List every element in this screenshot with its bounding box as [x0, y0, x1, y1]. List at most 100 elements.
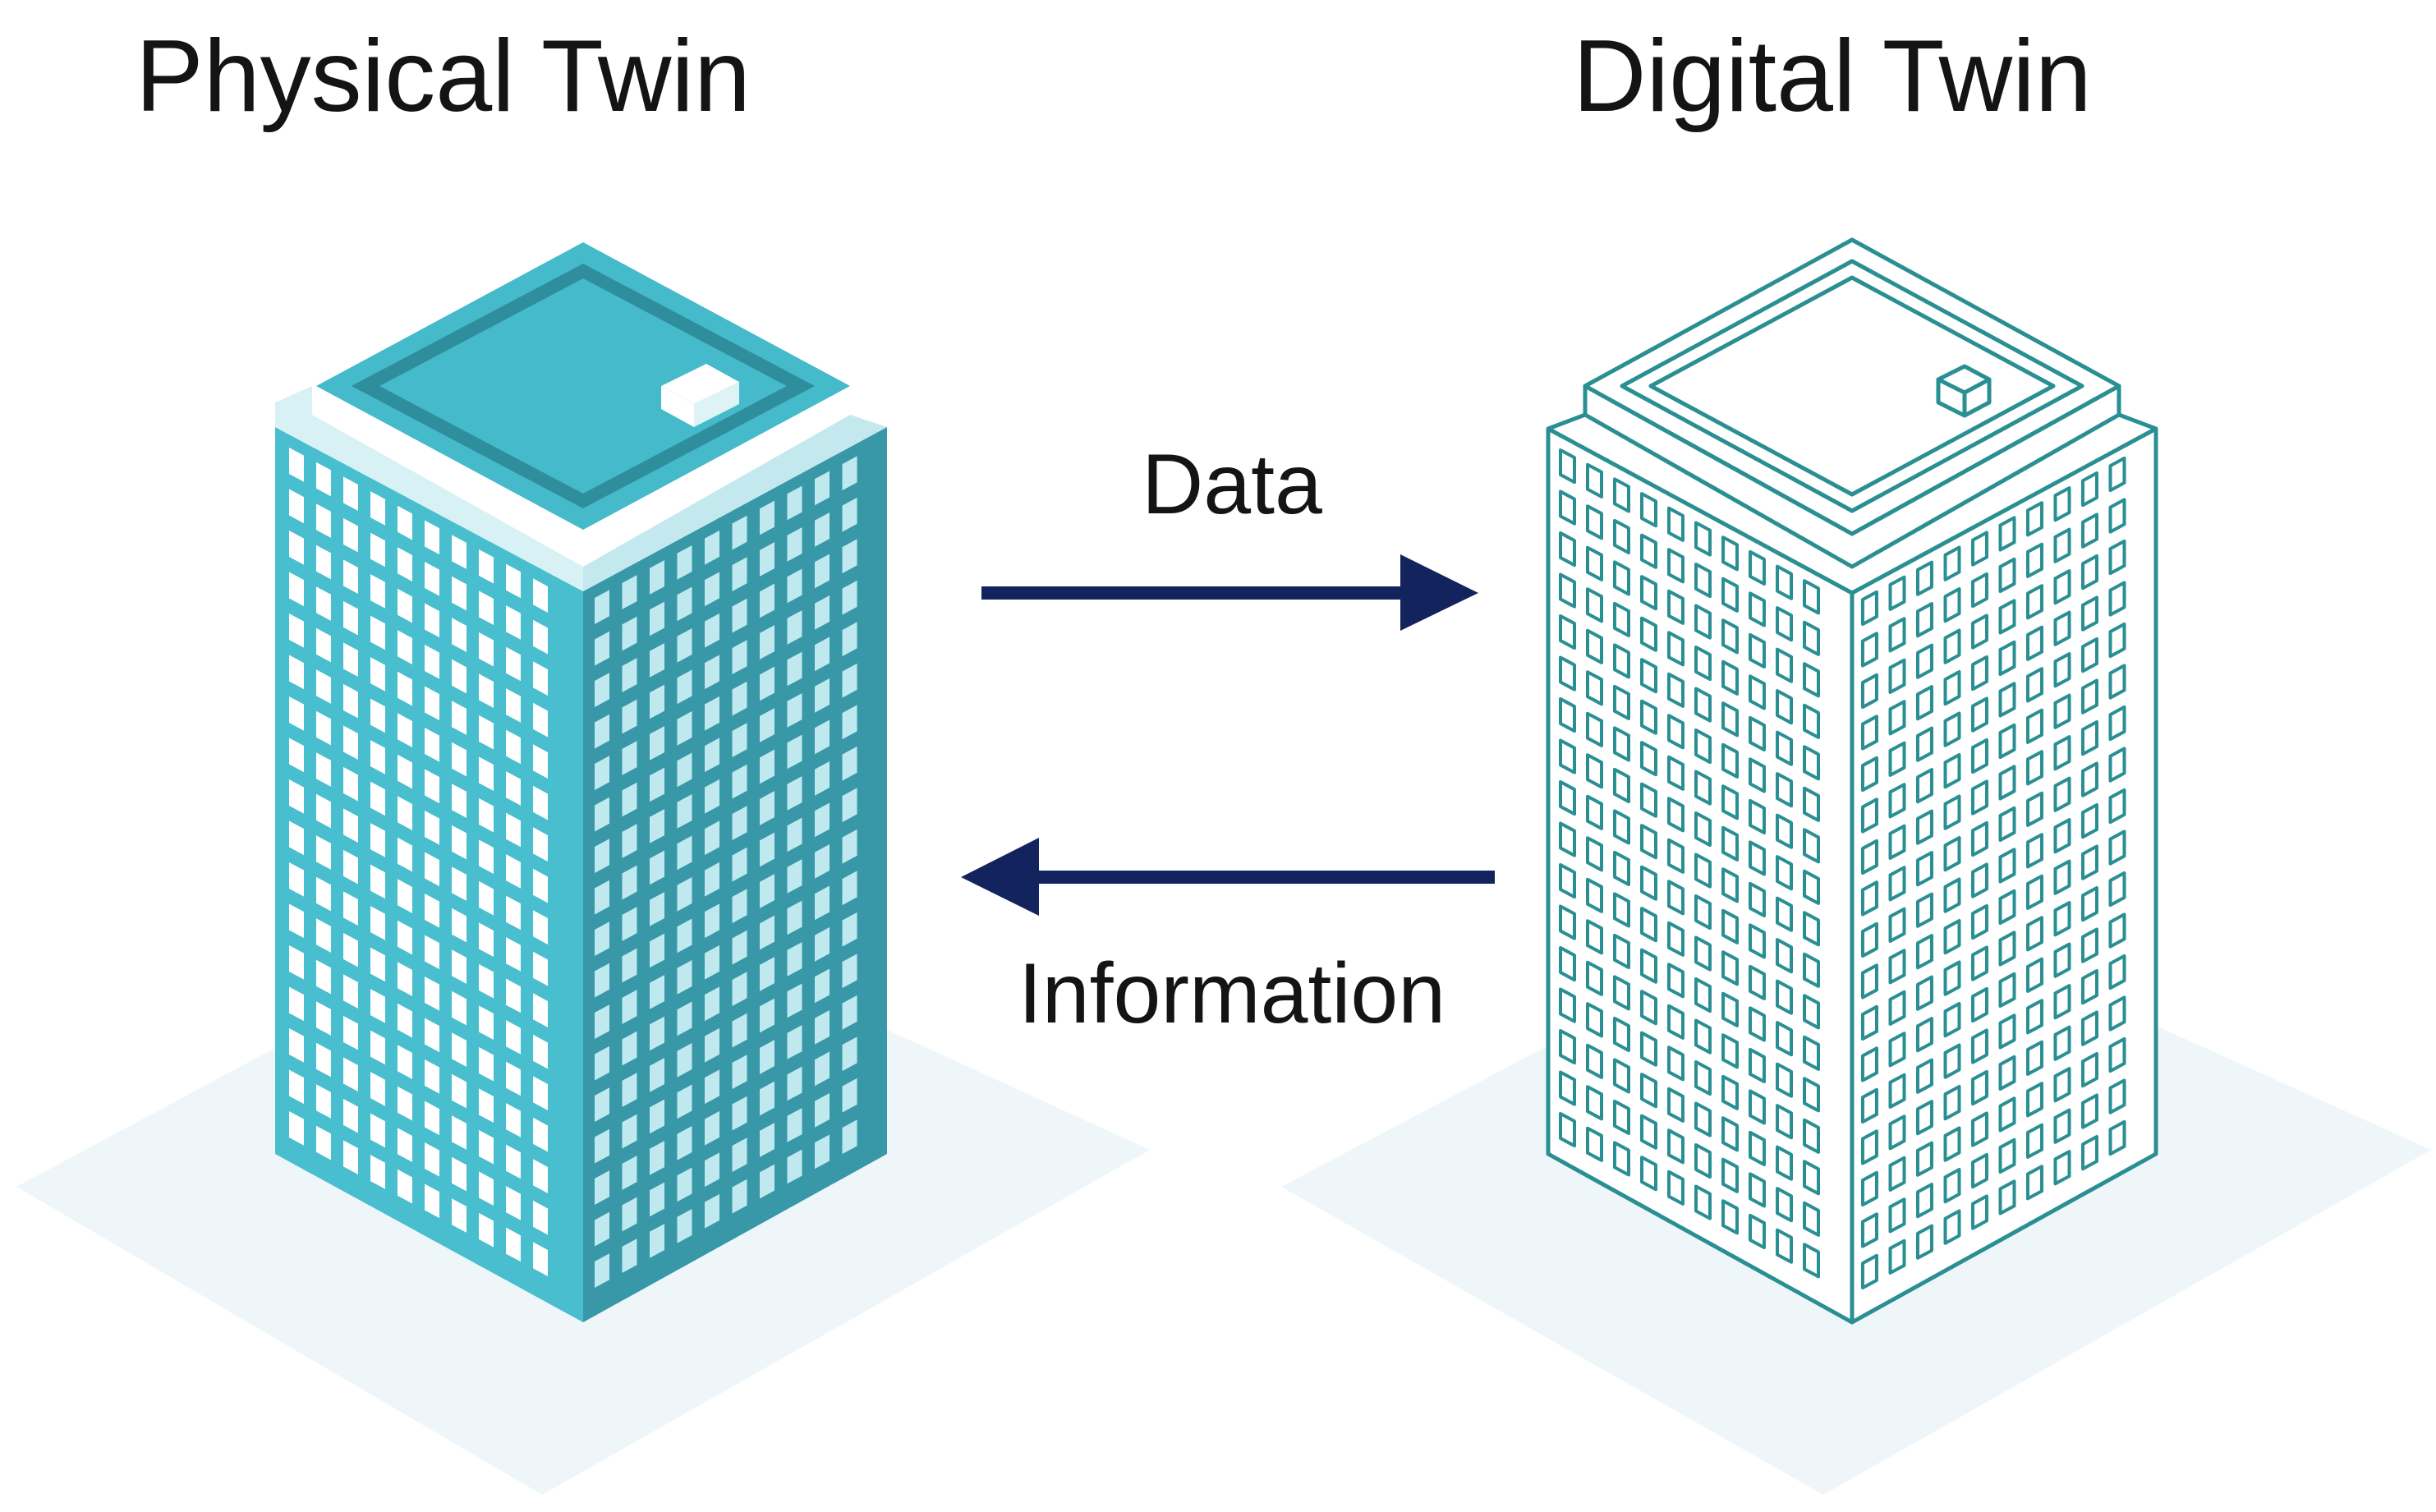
window — [2108, 1119, 2126, 1156]
window — [1998, 1137, 2016, 1174]
window — [595, 963, 609, 998]
window — [2053, 984, 2071, 1020]
window — [452, 866, 467, 901]
window — [316, 835, 331, 870]
window — [1916, 726, 1933, 762]
window — [1776, 1104, 1793, 1140]
window — [1998, 972, 2016, 1008]
window — [595, 631, 609, 666]
window — [1943, 711, 1961, 747]
window — [2081, 761, 2098, 797]
window — [2081, 886, 2098, 922]
window — [316, 1125, 331, 1160]
window — [1998, 848, 2016, 884]
window — [787, 1066, 802, 1101]
window — [316, 586, 331, 621]
window — [595, 1253, 609, 1288]
window — [2053, 486, 2071, 522]
window — [760, 1123, 774, 1157]
window — [316, 1084, 331, 1119]
window — [1916, 934, 1933, 970]
window — [2108, 1078, 2126, 1114]
window — [732, 1137, 747, 1172]
window — [1694, 563, 1712, 599]
window — [479, 591, 494, 626]
window — [732, 1096, 747, 1131]
window — [2026, 542, 2043, 578]
window — [398, 879, 412, 913]
window — [622, 865, 637, 900]
window — [705, 696, 719, 731]
window — [2108, 912, 2126, 949]
window — [1640, 1156, 1657, 1192]
window — [425, 977, 439, 1011]
window — [595, 1170, 609, 1205]
window — [1640, 990, 1657, 1026]
window — [398, 1045, 412, 1079]
window — [1971, 696, 1988, 733]
window — [650, 601, 664, 637]
window — [2081, 720, 2098, 756]
window — [1613, 892, 1630, 928]
window — [506, 978, 521, 1013]
window — [622, 1073, 637, 1107]
window — [2026, 1082, 2043, 1118]
window — [316, 959, 331, 995]
window — [1721, 950, 1739, 986]
window — [1640, 1073, 1657, 1109]
window — [1749, 632, 1766, 669]
window — [506, 1186, 521, 1220]
window — [370, 698, 385, 733]
window — [650, 1058, 664, 1092]
window — [289, 1069, 304, 1105]
window — [1586, 753, 1603, 789]
window — [289, 903, 304, 939]
window — [1803, 662, 1820, 698]
physical-roof-vent-side — [694, 382, 739, 427]
window — [452, 1198, 467, 1233]
window — [595, 880, 609, 915]
window — [2026, 708, 2043, 744]
window — [1640, 575, 1657, 611]
window — [1613, 518, 1630, 555]
window — [1998, 765, 2016, 801]
window — [842, 954, 857, 989]
window — [1943, 753, 1961, 789]
window — [398, 837, 412, 872]
window — [732, 1013, 747, 1048]
window — [1916, 643, 1933, 679]
window — [842, 539, 857, 574]
window — [1640, 699, 1657, 735]
window — [2081, 678, 2098, 715]
window — [1971, 1111, 1988, 1147]
window — [533, 827, 548, 862]
window — [650, 643, 664, 678]
window — [1721, 784, 1739, 820]
window — [1667, 631, 1685, 667]
window — [1749, 881, 1766, 918]
window — [2026, 791, 2043, 827]
window — [2053, 1108, 2071, 1144]
window — [1613, 726, 1630, 762]
window — [760, 1164, 774, 1199]
window — [650, 892, 664, 926]
window — [370, 989, 385, 1023]
window — [1998, 1179, 2016, 1216]
digital-roof-rim-edge — [1547, 412, 1586, 431]
window — [1861, 1253, 1878, 1289]
window — [650, 726, 664, 761]
window — [316, 710, 331, 746]
window — [1667, 672, 1685, 708]
window — [815, 554, 830, 589]
window — [815, 885, 830, 921]
window — [1721, 1116, 1739, 1152]
window — [815, 1092, 830, 1128]
window — [1776, 730, 1793, 766]
window — [425, 728, 439, 762]
window — [289, 1028, 304, 1063]
window — [622, 782, 637, 817]
window — [622, 1114, 637, 1149]
window — [370, 1155, 385, 1189]
window — [1667, 797, 1685, 833]
window — [677, 1208, 692, 1243]
